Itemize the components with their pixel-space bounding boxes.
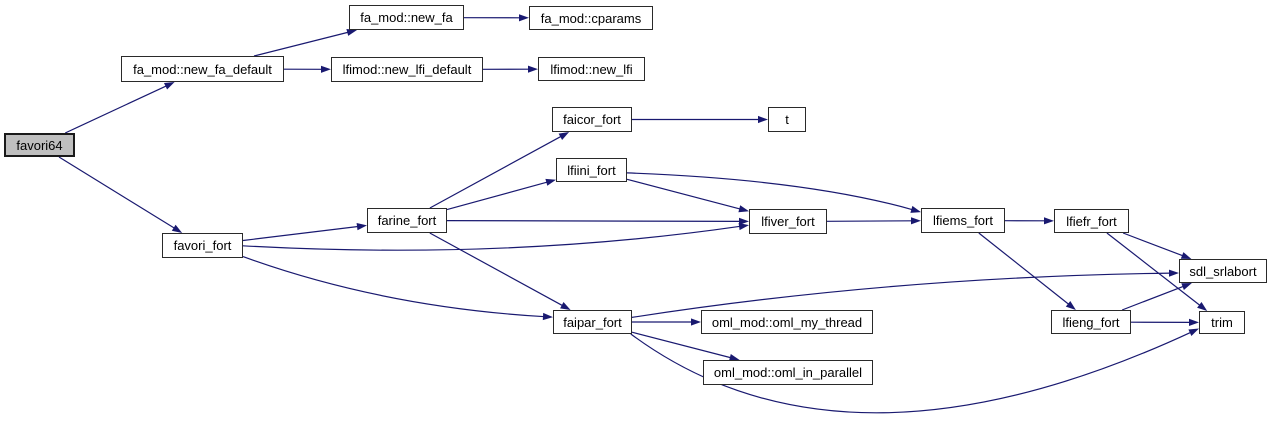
edge-lfiver_fort-to-lfiems_fort — [826, 220, 914, 222]
node-oml_my_thread[interactable]: oml_mod::oml_my_thread — [701, 310, 873, 334]
arrowhead-new_fa_default-to-new_lfi_default — [321, 65, 331, 73]
node-favori64[interactable]: favori64 — [4, 133, 75, 157]
edge-farine_fort-to-faicor_fort — [429, 135, 563, 209]
arrowhead-favori64-to-new_fa_default — [164, 82, 175, 90]
node-lfieng_fort[interactable]: lfieng_fort — [1051, 310, 1131, 334]
node-t[interactable]: t — [768, 107, 806, 132]
node-lfiefr_fort[interactable]: lfiefr_fort — [1054, 209, 1129, 233]
arrowhead-farine_fort-to-lfiini_fort — [545, 178, 556, 186]
node-lfiems_fort[interactable]: lfiems_fort — [921, 208, 1005, 233]
arrowhead-lfiems_fort-to-lfiefr_fort — [1044, 217, 1054, 225]
arrowhead-faipar_fort-to-oml_my_thread — [691, 318, 701, 326]
arrowhead-lfiems_fort-to-lfieng_fort — [1065, 301, 1076, 310]
arrowhead-favori_fort-to-lfiver_fort — [738, 223, 749, 231]
edge-lfiini_fort-to-lfiems_fort — [626, 172, 914, 211]
node-lfiver_fort[interactable]: lfiver_fort — [749, 209, 827, 234]
node-lfiini_fort[interactable]: lfiini_fort — [556, 158, 627, 182]
arrowhead-lfieng_fort-to-trim — [1189, 318, 1199, 326]
arrowhead-favori64-to-favori_fort — [171, 224, 183, 233]
arrowhead-new_fa-to-cparams — [519, 14, 529, 22]
arrowhead-farine_fort-to-faipar_fort — [560, 302, 571, 310]
node-new_fa_default[interactable]: fa_mod::new_fa_default — [121, 56, 284, 82]
edge-farine_fort-to-lfiini_fort — [446, 181, 549, 211]
arrowhead-faipar_fort-to-sdl_srlabort — [1169, 269, 1179, 277]
node-new_fa[interactable]: fa_mod::new_fa — [349, 5, 464, 30]
arrowhead-lfieng_fort-to-sdl_srlabort — [1181, 283, 1192, 290]
arrowhead-farine_fort-to-lfiver_fort — [739, 217, 749, 225]
arrowhead-faipar_fort-to-trim — [1188, 328, 1199, 336]
node-farine_fort[interactable]: farine_fort — [367, 208, 447, 233]
arrowhead-lfiefr_fort-to-sdl_srlabort — [1180, 252, 1192, 259]
edge-lfieng_fort-to-sdl_srlabort — [1121, 285, 1185, 311]
arrowhead-lfiini_fort-to-lfiems_fort — [910, 205, 921, 213]
edge-faipar_fort-to-sdl_srlabort — [631, 272, 1172, 318]
edge-faipar_fort-to-oml_in_parallel — [631, 331, 733, 359]
arrowhead-lfiver_fort-to-lfiems_fort — [911, 217, 921, 225]
arrowhead-new_fa_default-to-new_fa — [346, 29, 357, 36]
edge-favori_fort-to-farine_fort — [242, 225, 360, 242]
arrowhead-new_lfi_default-to-new_lfi — [528, 65, 538, 73]
arrowhead-favori_fort-to-farine_fort — [356, 223, 367, 231]
node-favori_fort[interactable]: favori_fort — [162, 233, 243, 258]
edge-favori_fort-to-faipar_fort — [242, 256, 546, 318]
edge-faipar_fort-to-trim — [630, 331, 1192, 414]
arrowhead-favori_fort-to-faipar_fort — [542, 312, 553, 321]
node-new_lfi[interactable]: lfimod::new_lfi — [538, 57, 645, 81]
edge-lfiefr_fort-to-sdl_srlabort — [1122, 232, 1185, 257]
edge-lfiini_fort-to-lfiver_fort — [626, 178, 742, 210]
edge-new_fa_default-to-new_fa — [253, 31, 350, 57]
node-cparams[interactable]: fa_mod::cparams — [529, 6, 653, 30]
arrowhead-faipar_fort-to-oml_in_parallel — [729, 354, 740, 361]
arrowhead-lfiini_fort-to-lfiver_fort — [738, 205, 749, 213]
node-faipar_fort[interactable]: faipar_fort — [553, 310, 632, 334]
edge-farine_fort-to-lfiver_fort — [446, 220, 742, 222]
node-faicor_fort[interactable]: faicor_fort — [552, 107, 632, 132]
node-sdl_srlabort[interactable]: sdl_srlabort — [1179, 259, 1267, 283]
arrowhead-lfiefr_fort-to-trim — [1197, 302, 1208, 311]
edge-favori_fort-to-lfiver_fort — [242, 225, 742, 251]
edge-lfiems_fort-to-lfieng_fort — [978, 232, 1070, 306]
node-new_lfi_default[interactable]: lfimod::new_lfi_default — [331, 57, 483, 82]
node-oml_in_parallel[interactable]: oml_mod::oml_in_parallel — [703, 360, 873, 385]
arrowhead-faicor_fort-to-t — [758, 115, 768, 124]
edge-favori64-to-new_fa_default — [64, 84, 168, 134]
edge-lfiefr_fort-to-trim — [1106, 232, 1202, 307]
edge-farine_fort-to-faipar_fort — [429, 232, 564, 307]
arrowhead-farine_fort-to-faicor_fort — [558, 132, 570, 140]
edge-favori64-to-favori_fort — [58, 156, 176, 230]
node-trim[interactable]: trim — [1199, 311, 1245, 334]
